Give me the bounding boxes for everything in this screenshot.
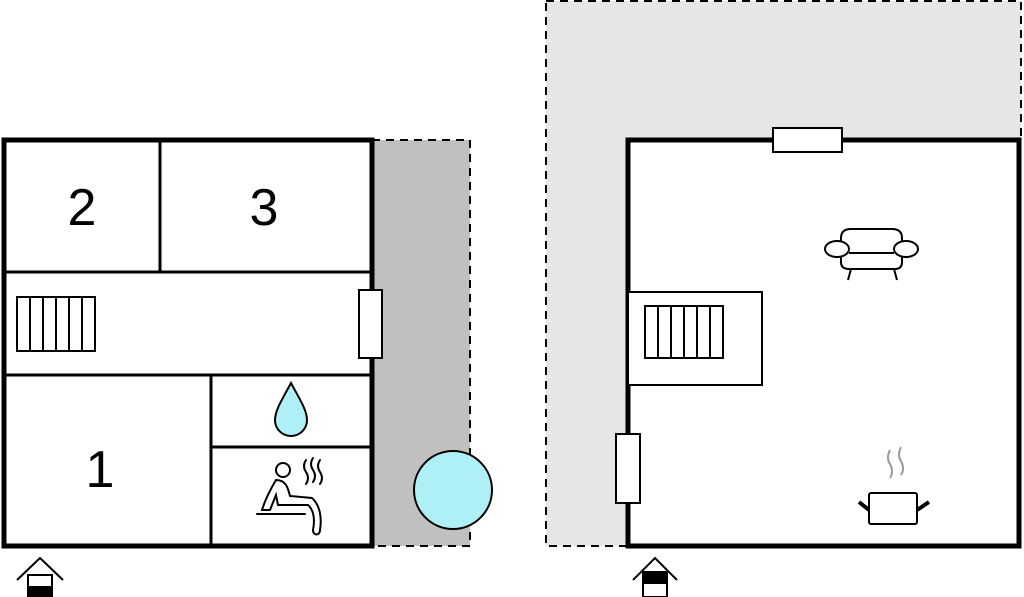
ground-floor-plan: 2 3 1 <box>1 137 493 597</box>
window-icon <box>772 127 843 153</box>
room-label-2: 2 <box>68 179 97 237</box>
interior-walls <box>4 140 372 546</box>
room-label-3: 3 <box>250 179 279 237</box>
upper-floor-plan <box>545 0 1022 597</box>
pool-icon <box>413 450 493 530</box>
terrace <box>545 0 1022 547</box>
water-drop-icon <box>273 380 309 437</box>
sauna-icon <box>256 457 323 536</box>
stairs-icon <box>644 305 724 359</box>
stairs-icon <box>16 296 96 352</box>
window-icon <box>358 289 383 359</box>
armchair-icon <box>824 228 919 281</box>
window-icon <box>615 433 641 504</box>
entrance-icon[interactable] <box>16 556 64 597</box>
cooking-pot-icon <box>857 446 931 525</box>
entrance-icon[interactable] <box>632 556 678 597</box>
room-label-1: 1 <box>86 441 115 499</box>
